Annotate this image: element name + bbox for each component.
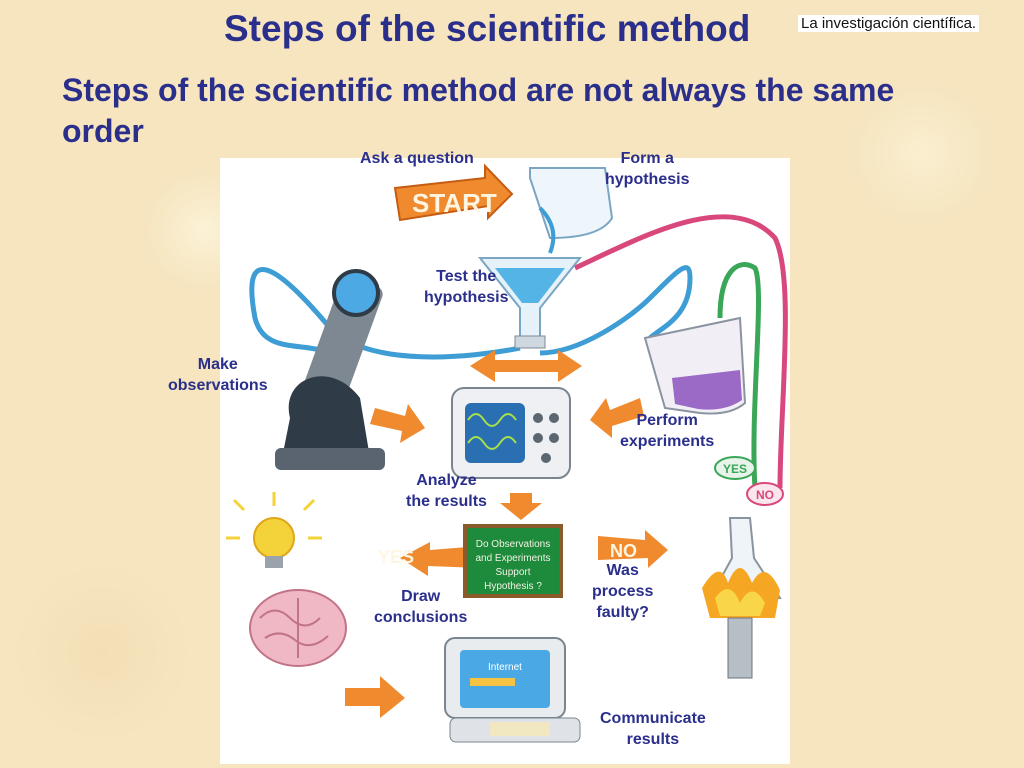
label-form-hypothesis: Form a hypothesis (605, 150, 690, 188)
svg-text:Hypothesis ?: Hypothesis ? (484, 581, 542, 592)
label-process-faulty: Was process faulty? (592, 562, 654, 621)
pink-tube (573, 214, 788, 489)
corner-note: La investigación científica. (798, 15, 980, 32)
label-ask-question: Ask a question (360, 150, 474, 167)
slide-subtitle: Steps of the scientific method are not a… (62, 72, 895, 149)
label-perform-experiments: Perform experiments (620, 412, 715, 450)
arrow-right-1 (370, 404, 425, 443)
no-arrow: NO (598, 530, 668, 568)
svg-text:and Experiments: and Experiments (475, 553, 550, 564)
lightbulb-icon (226, 492, 322, 568)
svg-text:Support: Support (495, 567, 530, 578)
label-analyze-results: Analyze the results (406, 472, 487, 510)
funnel-icon (477, 257, 583, 349)
arrow-left-1 (590, 398, 644, 438)
blue-tube (249, 265, 693, 361)
diagram-panel: START (168, 150, 790, 764)
double-arrow (470, 350, 582, 382)
computer-icon: Internet (444, 637, 581, 743)
yes-tag: YES (714, 456, 756, 480)
start-arrow: START (393, 163, 514, 222)
method-illustration: START (226, 163, 788, 743)
arrow-right-2 (345, 676, 405, 718)
brain-icon (249, 589, 347, 667)
svg-text:Do Observations: Do Observations (476, 539, 550, 550)
label-communicate-results: Communicate results (600, 710, 706, 748)
chalkboard: Do Observations and Experiments Support … (463, 524, 563, 598)
no-tag: NO (746, 482, 784, 506)
label-test-hypothesis: Test the hypothesis (424, 268, 509, 306)
oscilloscope-icon (451, 387, 571, 479)
svg-text:START: START (412, 188, 497, 218)
svg-text:YES: YES (378, 547, 414, 567)
label-draw-conclusions: Draw conclusions (374, 588, 468, 626)
burner-flask-icon (702, 517, 782, 679)
microscope-icon (275, 269, 385, 470)
green-tube (717, 262, 762, 489)
svg-text:NO: NO (756, 488, 774, 502)
slide-title: Steps of the scientific method (224, 8, 751, 49)
experiment-beaker-icon (643, 316, 747, 415)
svg-text:NO: NO (610, 541, 637, 561)
yes-arrow: YES (378, 542, 480, 576)
svg-text:YES: YES (723, 462, 747, 476)
label-make-observations: Make observations (168, 356, 268, 394)
beaker-icon (529, 167, 614, 254)
arrow-down-1 (500, 493, 542, 520)
svg-text:Internet: Internet (488, 662, 522, 673)
